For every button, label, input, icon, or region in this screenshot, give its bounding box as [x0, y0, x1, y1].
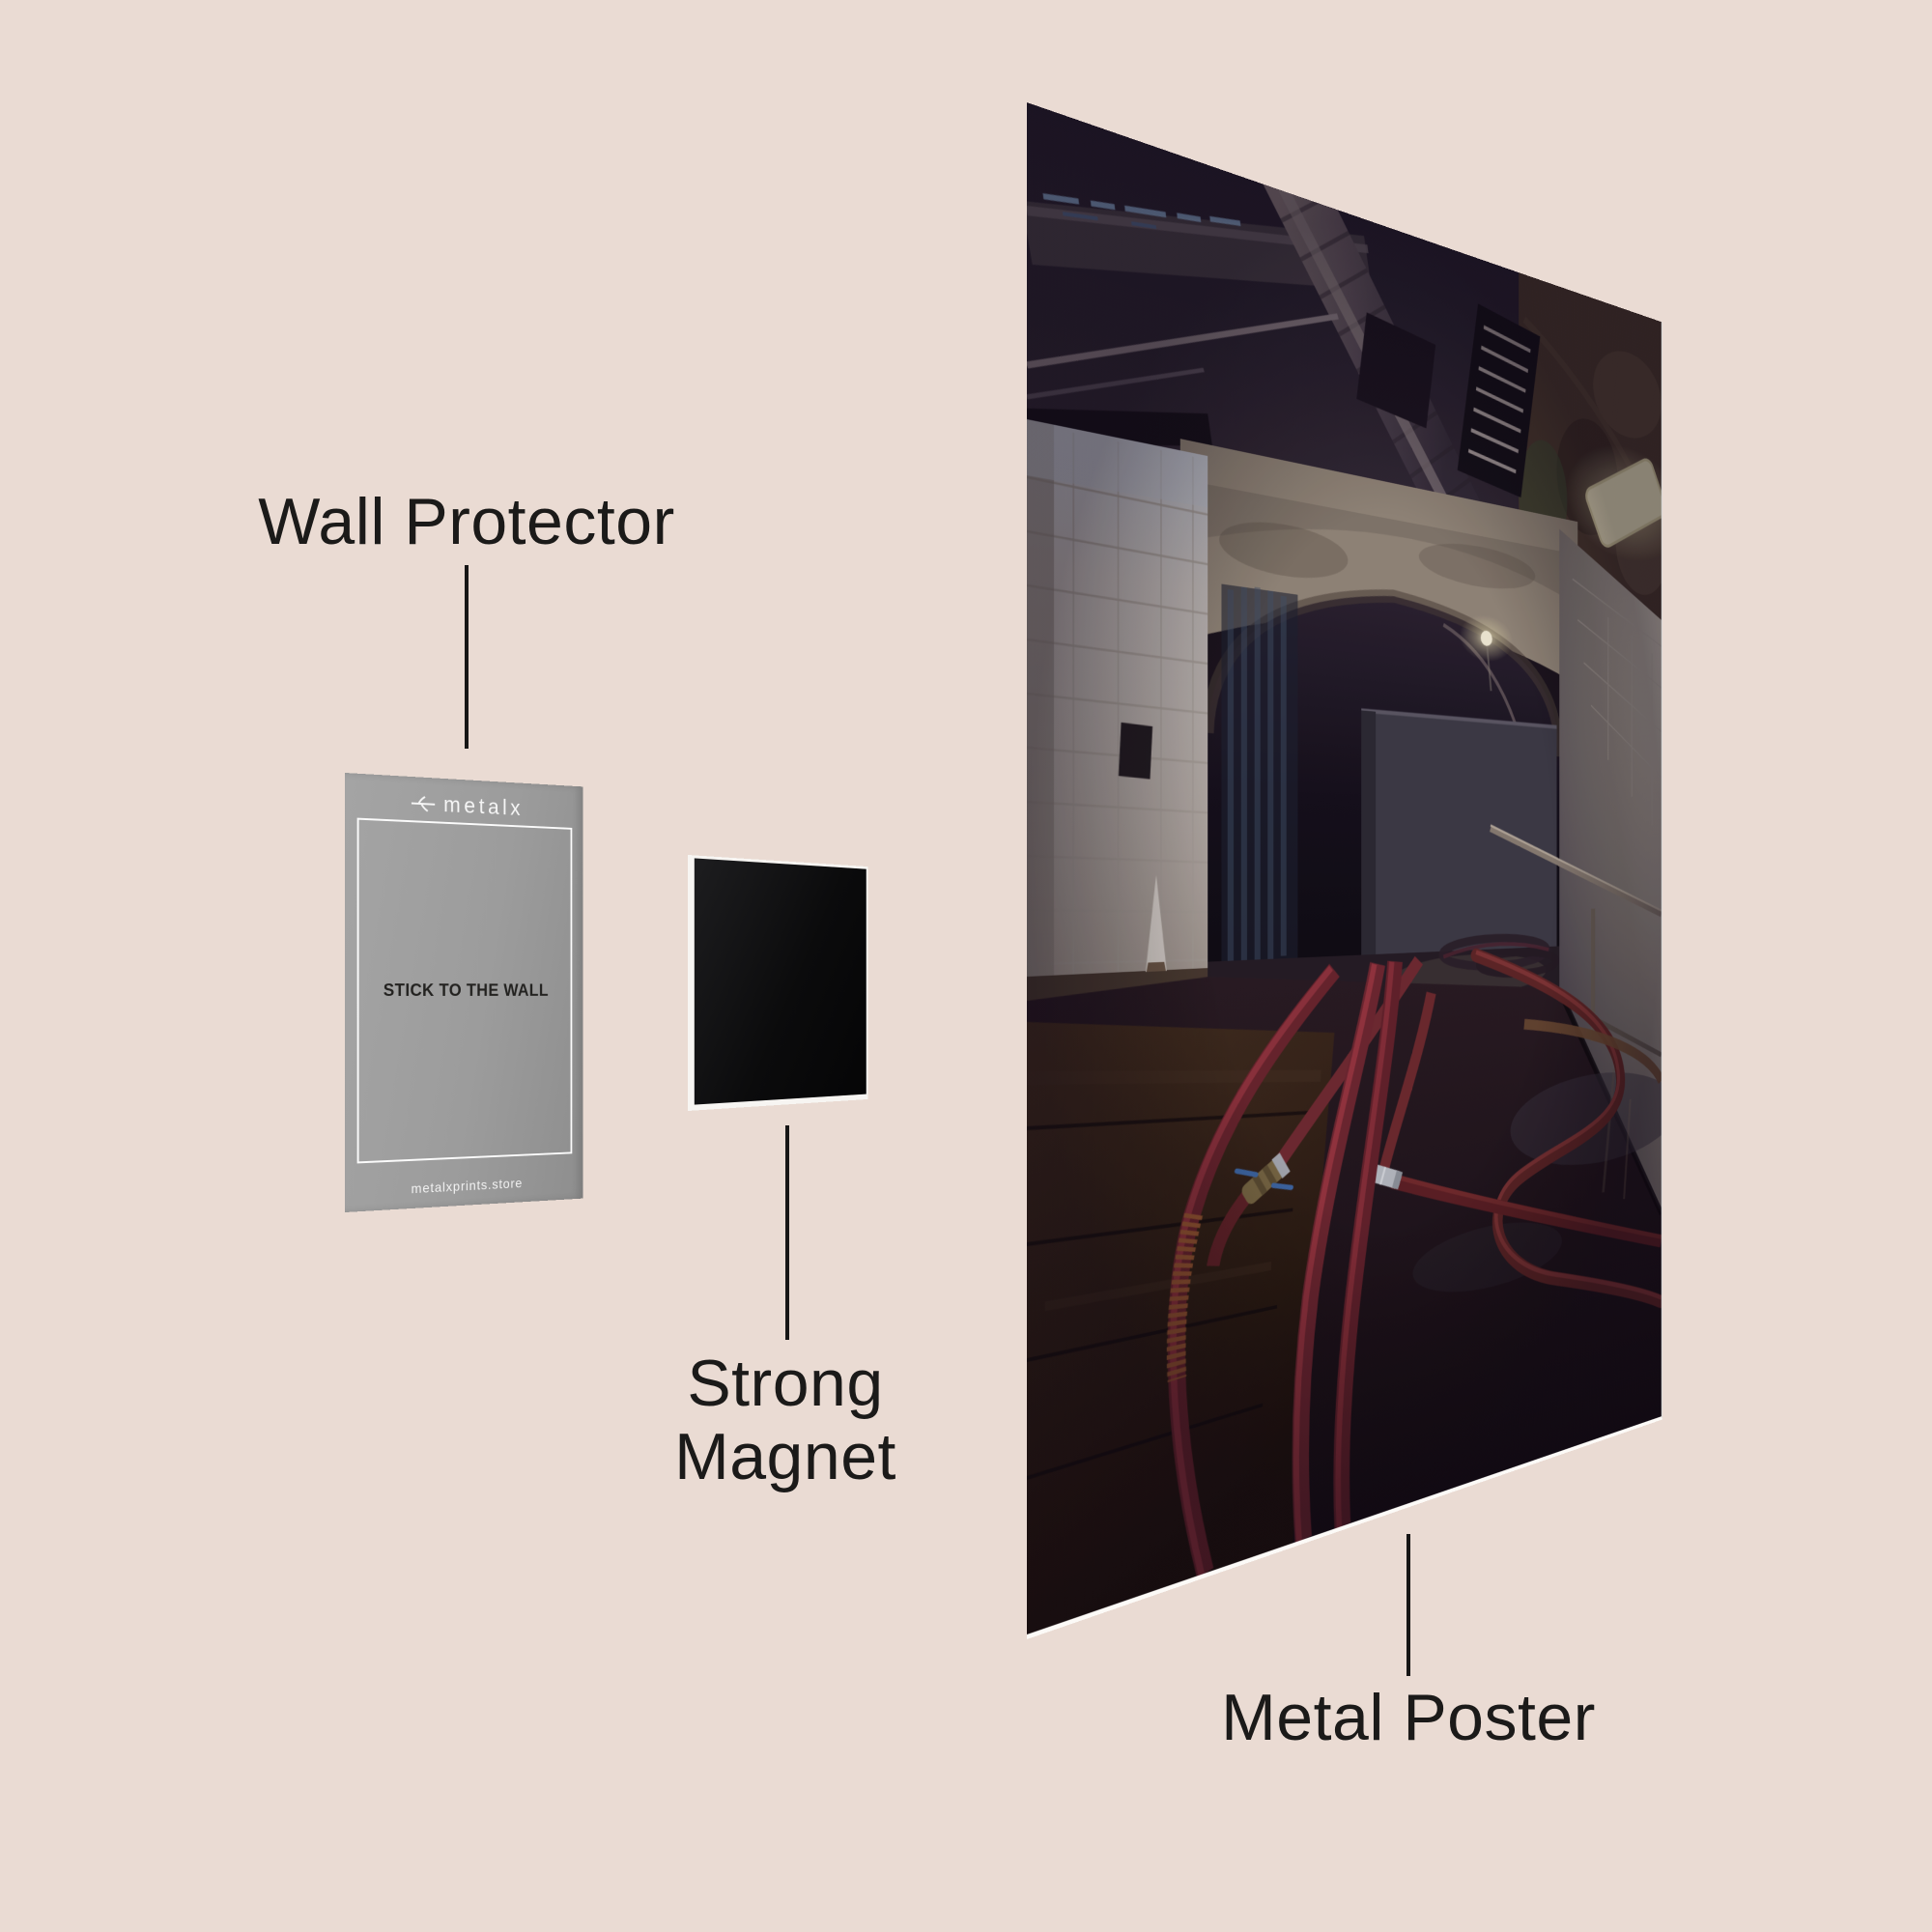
- strong-magnet-label: Strong Magnet: [674, 1347, 896, 1493]
- metal-poster-label: Metal Poster: [1221, 1681, 1596, 1754]
- wall-protector-card: metalx STICK TO THE WALL metalxprints.st…: [345, 773, 583, 1212]
- metalx-brand-text: metalx: [443, 791, 525, 820]
- metal-poster-image: [1027, 102, 1662, 1634]
- magnet: [694, 858, 867, 1105]
- strong-magnet-leader-line: [785, 1125, 789, 1340]
- card-store-url: metalxprints.store: [411, 1175, 524, 1197]
- magnet-backing: [688, 855, 868, 1111]
- wall-protector-leader-line: [465, 565, 469, 749]
- metal-poster: [1027, 102, 1663, 1639]
- stick-to-wall-text: STICK TO THE WALL: [383, 980, 549, 1000]
- metalx-logo-icon: [411, 794, 436, 812]
- metal-poster-leader-line: [1406, 1534, 1410, 1676]
- strong-magnet-label-line1: Strong: [687, 1347, 884, 1420]
- card-frame: STICK TO THE WALL: [356, 817, 573, 1164]
- strong-magnet-label-line2: Magnet: [674, 1420, 896, 1493]
- wall-protector-label: Wall Protector: [258, 485, 675, 558]
